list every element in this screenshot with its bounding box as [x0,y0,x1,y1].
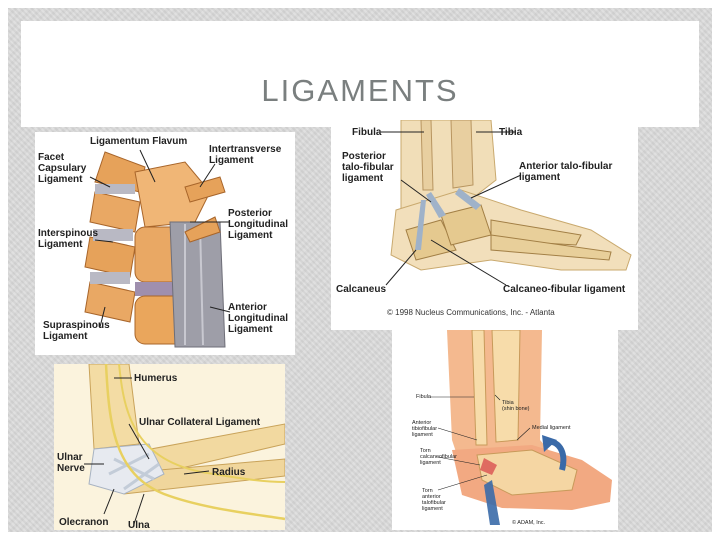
spine-ligaments-image: Ligamentum Flavum Facet Capsulary Ligame… [35,132,295,355]
label-ankle-fibula: Fibula [352,127,382,138]
label-radius: Radius [212,467,246,478]
ankle-copyright: © 1998 Nucleus Communications, Inc. - At… [387,308,555,317]
label-intertransverse-ligament: Intertransverse Ligament [209,144,282,166]
label-calcaneofibular-ligament: Calcaneo-fibular ligament [503,284,626,295]
label-ankle-tibia: Tibia [499,127,523,138]
label-posterior-talofibular-ligament: Posterior talo-fibular ligament [342,151,394,184]
label-supraspinous-ligament: Supraspinous Ligament [43,320,110,342]
label-ulnar-nerve: Ulnar Nerve [57,452,85,474]
title-box: LIGAMENTS [21,21,699,127]
spine-illustration [35,132,295,355]
label-anterior-longitudinal-ligament: Anterior Longitudinal Ligament [228,302,288,335]
ankle-ligaments-image: Fibula Tibia Posterior talo-fibular liga… [331,120,638,330]
label-torn-anterior-talofibular-ligament: Torn anterior talofibular ligament [422,488,446,512]
label-calcaneus: Calcaneus [336,284,387,295]
label-interspinous-ligament: Interspinous Ligament [38,228,99,250]
label-sprain-fibula: Fibula [416,394,431,400]
slide-title: LIGAMENTS [261,73,459,108]
ankle-illustration [331,120,638,330]
label-ligamentum-flavum: Ligamentum Flavum [90,136,188,147]
label-facet-capsulary-ligament: Facet Capsulary Ligament [38,152,87,185]
label-olecranon: Olecranon [59,517,109,528]
label-ulnar-collateral-ligament: Ulnar Collateral Ligament [139,417,261,428]
label-posterior-longitudinal-ligament: Posterior Longitudinal Ligament [228,208,288,241]
ankle-sprain-image: Fibula Tibia (shin bone) Anterior tibiof… [392,330,618,530]
label-torn-calcaneofibular-ligament: Torn calcaneofibular ligament [420,448,457,466]
label-anterior-talofibular-ligament: Anterior talo-fibular ligament [519,161,613,183]
label-anterior-tibiofibular-ligament: Anterior tibiofibular ligament [412,420,438,438]
elbow-illustration [54,364,285,530]
sprain-credit: © ADAM, Inc. [512,520,546,526]
ankle-sprain-illustration [392,330,618,530]
label-sprain-tibia: Tibia (shin bone) [502,400,530,412]
label-medial-ligament: Medial ligament [532,425,571,431]
label-humerus: Humerus [134,373,178,384]
elbow-ligament-image: Humerus Ulnar Collateral Ligament Ulnar … [54,364,285,530]
label-ulna: Ulna [128,520,150,530]
